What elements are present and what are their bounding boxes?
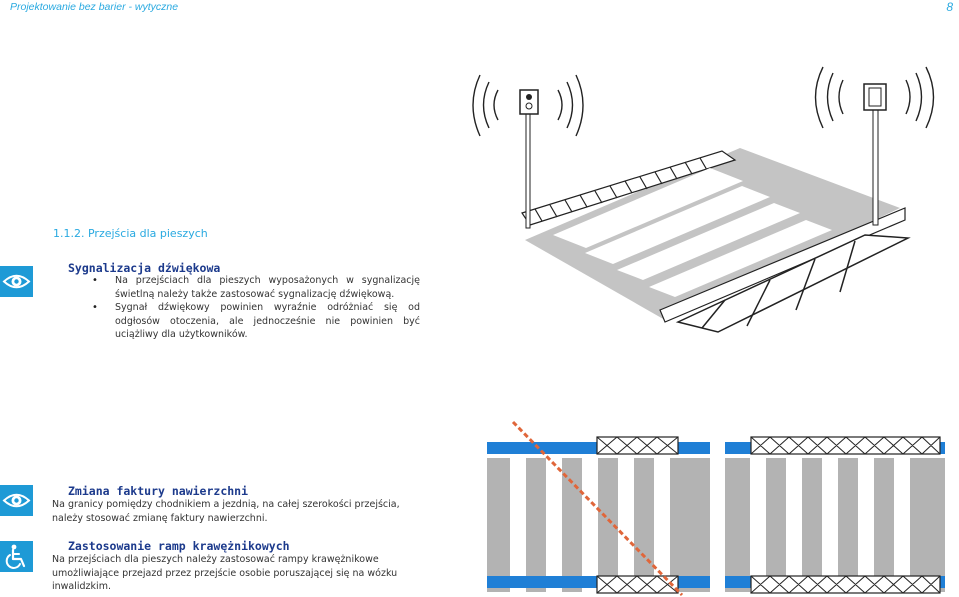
texture-text: Na granicy pomiędzy chodnikiem a jezdnią… <box>52 499 400 524</box>
wheelchair-icon <box>0 541 33 572</box>
running-header: Projektowanie bez barier - wytyczne <box>10 1 179 13</box>
eye-icon <box>0 485 33 516</box>
sound-signal-list: Na przejściach dla pieszych wyposażonych… <box>92 274 420 342</box>
crossing-sound-illustration <box>472 66 935 333</box>
crossing-texture-illustration <box>487 420 945 597</box>
page-number: 8 <box>946 0 953 14</box>
section-heading: 1.1.2. Przejścia dla pieszych <box>53 227 208 240</box>
list-item: Na przejściach dla pieszych wyposażonych… <box>92 274 420 301</box>
sound-signal-heading: Sygnalizacja dźwiękowa <box>68 261 221 275</box>
texture-heading: Zmiana faktury nawierzchni <box>68 484 249 498</box>
ramps-text: Na przejściach dla pieszych należy zasto… <box>52 554 398 592</box>
eye-icon <box>0 266 33 297</box>
list-item: Sygnał dźwiękowy powinien wyraźnie odróż… <box>92 301 420 342</box>
ramps-heading: Zastosowanie ramp krawężnikowych <box>68 539 290 553</box>
